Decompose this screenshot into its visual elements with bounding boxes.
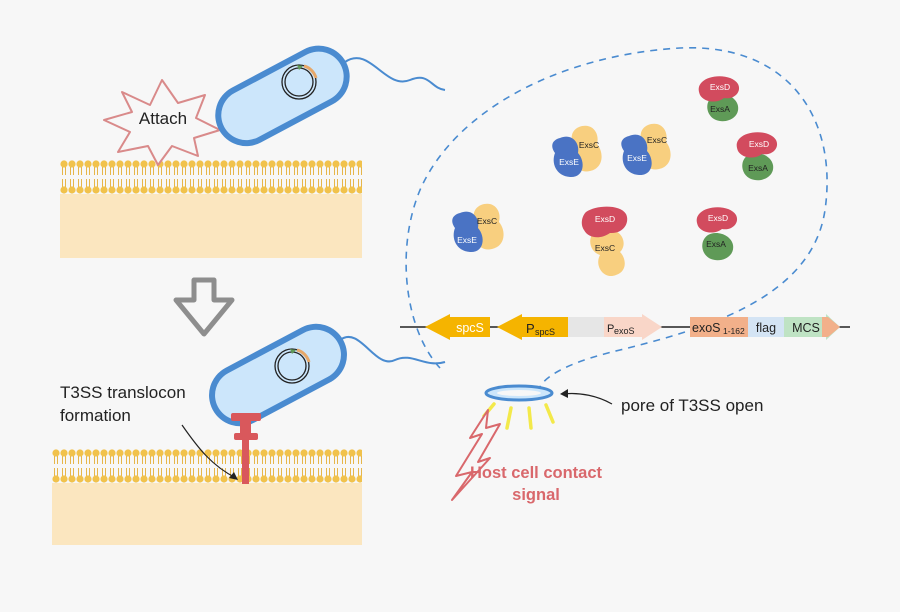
pexos-label-main: P [607, 323, 614, 335]
exse-label-2: ExsE [627, 153, 647, 163]
exsc-label-2: ExsC [647, 135, 667, 145]
pexos-label-sub: exoS [614, 326, 635, 336]
signal-label-line2: signal [512, 486, 560, 504]
pexos-arrow [604, 314, 662, 340]
exsd-label-1: ExsD [710, 82, 730, 92]
flagellum-top [344, 57, 446, 91]
exsc-label-3: ExsC [477, 216, 497, 226]
plasmid-bottom [274, 348, 311, 384]
bacterium-top [215, 45, 446, 147]
signal-label-line1: Host cell contact [470, 464, 603, 482]
pore-hole [497, 390, 541, 396]
zoom-dashed-outline [405, 47, 828, 393]
spcs-label: spcS [456, 321, 484, 335]
exse-label-1: ExsE [559, 157, 579, 167]
exsd-exsa-complex-2: ExsD ExsA [736, 132, 778, 181]
exsd-label-2: ExsD [749, 139, 769, 149]
genetic-construct: spcS P spcS P exoS exoS 1-162 flag MCS [400, 314, 850, 340]
t3ss-pore [482, 384, 555, 430]
exsa-label-1: ExsA [710, 104, 730, 114]
host-cell-bottom [52, 449, 362, 545]
exos-label-main: exoS [692, 321, 721, 335]
exsa-label-3: ExsA [706, 239, 726, 249]
pore-pointer [562, 392, 613, 405]
exse-label-3: ExsE [457, 235, 477, 245]
attach-burst-shape [103, 79, 221, 166]
lipid-bilayer-bottom [52, 449, 362, 483]
attach-label: Attach [139, 109, 187, 128]
exsc-exse-complex-1: ExsC ExsE [552, 125, 602, 178]
translocon-label-line1: T3SS translocon [60, 383, 186, 402]
t3ss-needle [231, 413, 261, 484]
translocon-pointer [181, 424, 237, 479]
bacterium-bottom [209, 323, 446, 484]
exsa-label-2: ExsA [748, 163, 768, 173]
host-cytoplasm-bottom [52, 483, 362, 545]
exsd-exsc-complex: ExsD ExsC [581, 206, 628, 277]
spacer-block [568, 317, 604, 337]
pspcs-arrow [497, 314, 568, 340]
attach-burst: Attach [103, 79, 221, 166]
mcs-arrow-tip [822, 317, 840, 337]
lipid-bilayer-top [60, 160, 362, 194]
host-cytoplasm-top [60, 194, 362, 258]
plasmid-top [281, 64, 318, 100]
pore-pointer-head [560, 389, 568, 398]
bacterium-top-inner [221, 51, 344, 141]
spcs-arrow [425, 314, 490, 340]
exsc-exse-complex-3: ExsC ExsE [452, 203, 504, 253]
translocon-label-line2: formation [60, 406, 131, 425]
exsc-label-d: ExsC [595, 243, 615, 253]
flag-block [748, 317, 784, 337]
pore-label: pore of T3SS open [621, 396, 763, 415]
down-arrow-icon [173, 277, 235, 337]
host-cell-top [60, 160, 362, 258]
exsd-exsa-complex-3: ExsD ExsA [696, 207, 738, 261]
translocon-pointer-head [229, 472, 238, 480]
mcs-label: MCS [792, 321, 820, 335]
flagellum-bottom [339, 336, 446, 365]
exsd-label-c: ExsD [595, 214, 615, 224]
exos-label-sub: 1-162 [723, 326, 745, 336]
pspcs-label-sub: spcS [535, 327, 555, 337]
pspcs-label-main: P [526, 321, 535, 336]
lightning-bolt-icon [451, 409, 501, 501]
exsc-label-1: ExsC [579, 140, 599, 150]
pore-rays [482, 402, 555, 430]
exsc-exse-complex-2: ExsC ExsE [621, 123, 671, 176]
exos-block [690, 317, 748, 337]
flag-label: flag [756, 321, 776, 335]
exsd-label-3: ExsD [708, 213, 728, 223]
exsd-exsa-complex-1: ExsD ExsA [698, 76, 740, 122]
